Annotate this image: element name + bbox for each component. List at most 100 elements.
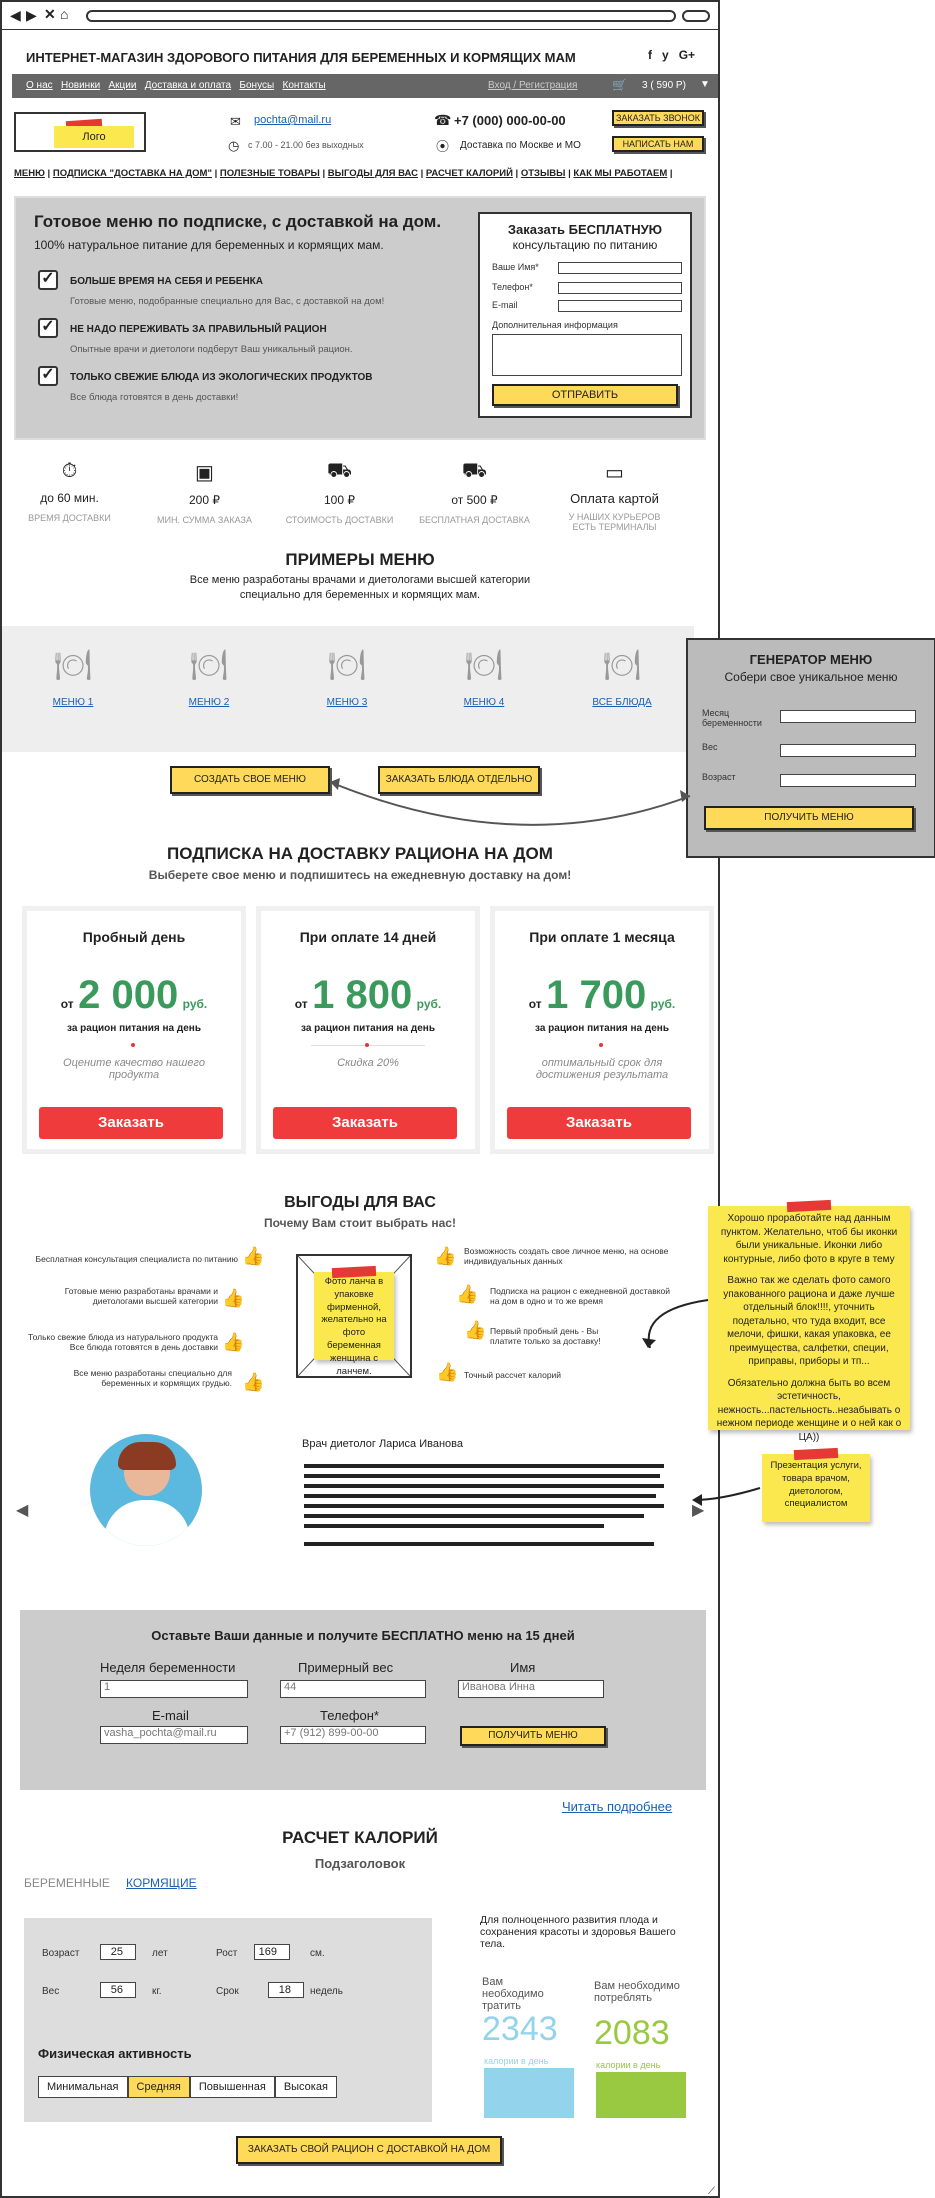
- create-menu-button[interactable]: СОЗДАТЬ СВОЕ МЕНЮ: [170, 766, 330, 794]
- email-input[interactable]: vasha_pochta@mail.ru: [100, 1726, 248, 1744]
- cart-icon[interactable]: 🛒: [612, 78, 627, 92]
- resize-grip-icon[interactable]: ⟋: [708, 2186, 715, 2197]
- search-box[interactable]: [682, 10, 710, 22]
- wallet-icon: ▣: [195, 462, 214, 484]
- calories-calculator: Возраст 25 лет Рост 169 см. Вес 56 кг. С…: [24, 1918, 432, 2122]
- write-us-button[interactable]: НАПИСАТЬ НАМ: [612, 136, 704, 152]
- menu-link[interactable]: МЕНЮ 4: [463, 697, 505, 708]
- forward-icon[interactable]: ▶: [26, 7, 37, 23]
- carousel-prev-icon[interactable]: ◀: [16, 1502, 29, 1519]
- hero-title: Готовое меню по подписке, с доставкой на…: [34, 212, 442, 231]
- nav-new[interactable]: Новинки: [60, 80, 101, 91]
- thumbs-up-icon: 👍: [242, 1246, 265, 1266]
- month-input[interactable]: [780, 710, 916, 723]
- nav-contacts[interactable]: Контакты: [282, 80, 326, 91]
- nav-delivery[interactable]: Доставка и оплата: [144, 80, 232, 91]
- feature-title: БОЛЬШЕ ВРЕМЯ НА СЕБЯ И РЕБЕНКА: [70, 276, 264, 287]
- check-icon: ✓: [38, 366, 58, 386]
- name-input[interactable]: [558, 262, 682, 274]
- menu-card[interactable]: 🍽 МЕНЮ 1: [38, 648, 108, 708]
- age-input[interactable]: [780, 774, 916, 787]
- check-icon: ✓: [38, 318, 58, 338]
- order-ration-button[interactable]: ЗАКАЗАТЬ СВОЙ РАЦИОН С ДОСТАВКОЙ НА ДОМ: [236, 2136, 502, 2164]
- phone-input[interactable]: [558, 282, 682, 294]
- menu-card[interactable]: 🍽 МЕНЮ 3: [312, 648, 382, 708]
- plate-icon: 🍽: [189, 649, 229, 682]
- nav-bonus[interactable]: Бонусы: [239, 80, 275, 91]
- plan-note: Оцените качество нашего продукта: [63, 1057, 205, 1081]
- nav-about[interactable]: О нас: [26, 80, 53, 91]
- age-input[interactable]: 25: [100, 1944, 136, 1960]
- name-input[interactable]: Иванова Инна: [458, 1680, 604, 1698]
- weight-input[interactable]: [780, 744, 916, 757]
- menu-card[interactable]: 🍽 МЕНЮ 2: [174, 648, 244, 708]
- work-hours: с 7.00 - 21.00 без выходных: [248, 140, 364, 150]
- menu-link[interactable]: МЕНЮ 1: [52, 697, 94, 708]
- weight-label: Вес: [42, 1986, 60, 1997]
- address-bar[interactable]: [86, 10, 676, 22]
- nav-sales[interactable]: Акции: [108, 80, 137, 91]
- activity-option[interactable]: Высокая: [274, 2076, 337, 2098]
- extra-textarea[interactable]: [492, 334, 682, 376]
- menu-item-reviews[interactable]: ОТЗЫВЫ: [520, 168, 566, 179]
- consume-bar: [596, 2072, 686, 2118]
- get-menu-button[interactable]: ПОЛУЧИТЬ МЕНЮ: [704, 806, 914, 830]
- menu-link[interactable]: МЕНЮ 3: [326, 697, 368, 708]
- login-link[interactable]: Вход / Регистрация: [488, 80, 578, 91]
- send-button[interactable]: ОТПРАВИТЬ: [492, 384, 678, 406]
- menu-item-menu[interactable]: МЕНЮ: [14, 168, 45, 179]
- menu-item-benefits[interactable]: ВЫГОДЫ ДЛЯ ВАС: [327, 168, 418, 179]
- plan-per: за рацион питания на день: [301, 1023, 435, 1034]
- hero-subtitle: 100% натуральное питание для беременных …: [34, 238, 384, 252]
- truck-icon: ⛟: [461, 460, 488, 482]
- mail-icon: ✉: [230, 114, 241, 129]
- order-button[interactable]: Заказать: [507, 1107, 691, 1139]
- menu-item-calories[interactable]: РАСЧЕТ КАЛОРИЙ: [425, 168, 513, 179]
- email-input[interactable]: [558, 300, 682, 312]
- menu-item-products[interactable]: ПОЛЕЗНЫЕ ТОВАРЫ: [219, 168, 320, 179]
- height-input[interactable]: 169: [254, 1944, 290, 1960]
- activity-option[interactable]: Минимальная: [38, 2076, 128, 2098]
- age-label: Возраст: [42, 1948, 80, 1959]
- thumbs-up-icon: 👍: [222, 1288, 245, 1308]
- menu-link[interactable]: МЕНЮ 2: [188, 697, 230, 708]
- read-more-link[interactable]: Читать подробнее: [562, 1799, 673, 1814]
- truck-icon: ⛟: [326, 460, 353, 482]
- form-title: Заказать БЕСПЛАТНУЮ: [507, 222, 663, 237]
- cart-total[interactable]: 3 ( 590 Р): [642, 80, 686, 91]
- phone-input[interactable]: +7 (912) 899-00-00: [280, 1726, 426, 1744]
- weight-input[interactable]: 44: [280, 1680, 426, 1698]
- phone-number[interactable]: +7 (000) 000-00-00: [454, 113, 566, 128]
- menu-card[interactable]: 🍽 МЕНЮ 4: [449, 648, 519, 708]
- order-button[interactable]: Заказать: [39, 1107, 223, 1139]
- menu-card[interactable]: 🍽 ВСЕ БЛЮДА: [586, 648, 658, 708]
- logo[interactable]: Лого: [14, 112, 146, 152]
- tab-nursing[interactable]: КОРМЯЩИЕ: [126, 1876, 197, 1890]
- back-icon[interactable]: ◀: [10, 7, 21, 23]
- activity-option-selected[interactable]: Средняя: [127, 2076, 190, 2098]
- order-dishes-button[interactable]: ЗАКАЗАТЬ БЛЮДА ОТДЕЛЬНО: [378, 766, 540, 794]
- chevron-down-icon[interactable]: ▼: [700, 79, 710, 90]
- term-input[interactable]: 18: [268, 1982, 304, 1998]
- menu-item-subscription[interactable]: ПОДПИСКА "ДОСТАВКА НА ДОМ": [52, 168, 212, 179]
- close-icon[interactable]: ✕: [44, 6, 56, 22]
- carousel-next-icon[interactable]: ▶: [692, 1502, 705, 1519]
- email-link[interactable]: pochta@mail.ru: [254, 114, 332, 126]
- menu-generator: ГЕНЕРАТОР МЕНЮ Собери свое уникальное ме…: [686, 638, 935, 858]
- card-icon: ▭: [605, 462, 624, 484]
- facebook-icon[interactable]: f: [648, 48, 652, 62]
- twitter-icon[interactable]: y: [662, 48, 669, 62]
- week-input[interactable]: 1: [100, 1680, 248, 1698]
- tab-pregnant[interactable]: БЕРЕМЕННЫЕ: [24, 1876, 110, 1890]
- get-menu-button[interactable]: ПОЛУЧИТЬ МЕНЮ: [460, 1726, 606, 1746]
- order-call-button[interactable]: ЗАКАЗАТЬ ЗВОНОК: [612, 110, 704, 126]
- weight-input[interactable]: 56: [100, 1982, 136, 1998]
- home-icon[interactable]: ⌂: [60, 6, 69, 22]
- menu-item-how[interactable]: КАК МЫ РАБОТАЕМ: [573, 168, 668, 179]
- activity-option[interactable]: Повышенная: [189, 2076, 275, 2098]
- thumbs-up-icon: 👍: [464, 1320, 487, 1340]
- order-button[interactable]: Заказать: [273, 1107, 457, 1139]
- menu-link[interactable]: ВСЕ БЛЮДА: [592, 697, 652, 708]
- googleplus-icon[interactable]: G+: [678, 48, 696, 62]
